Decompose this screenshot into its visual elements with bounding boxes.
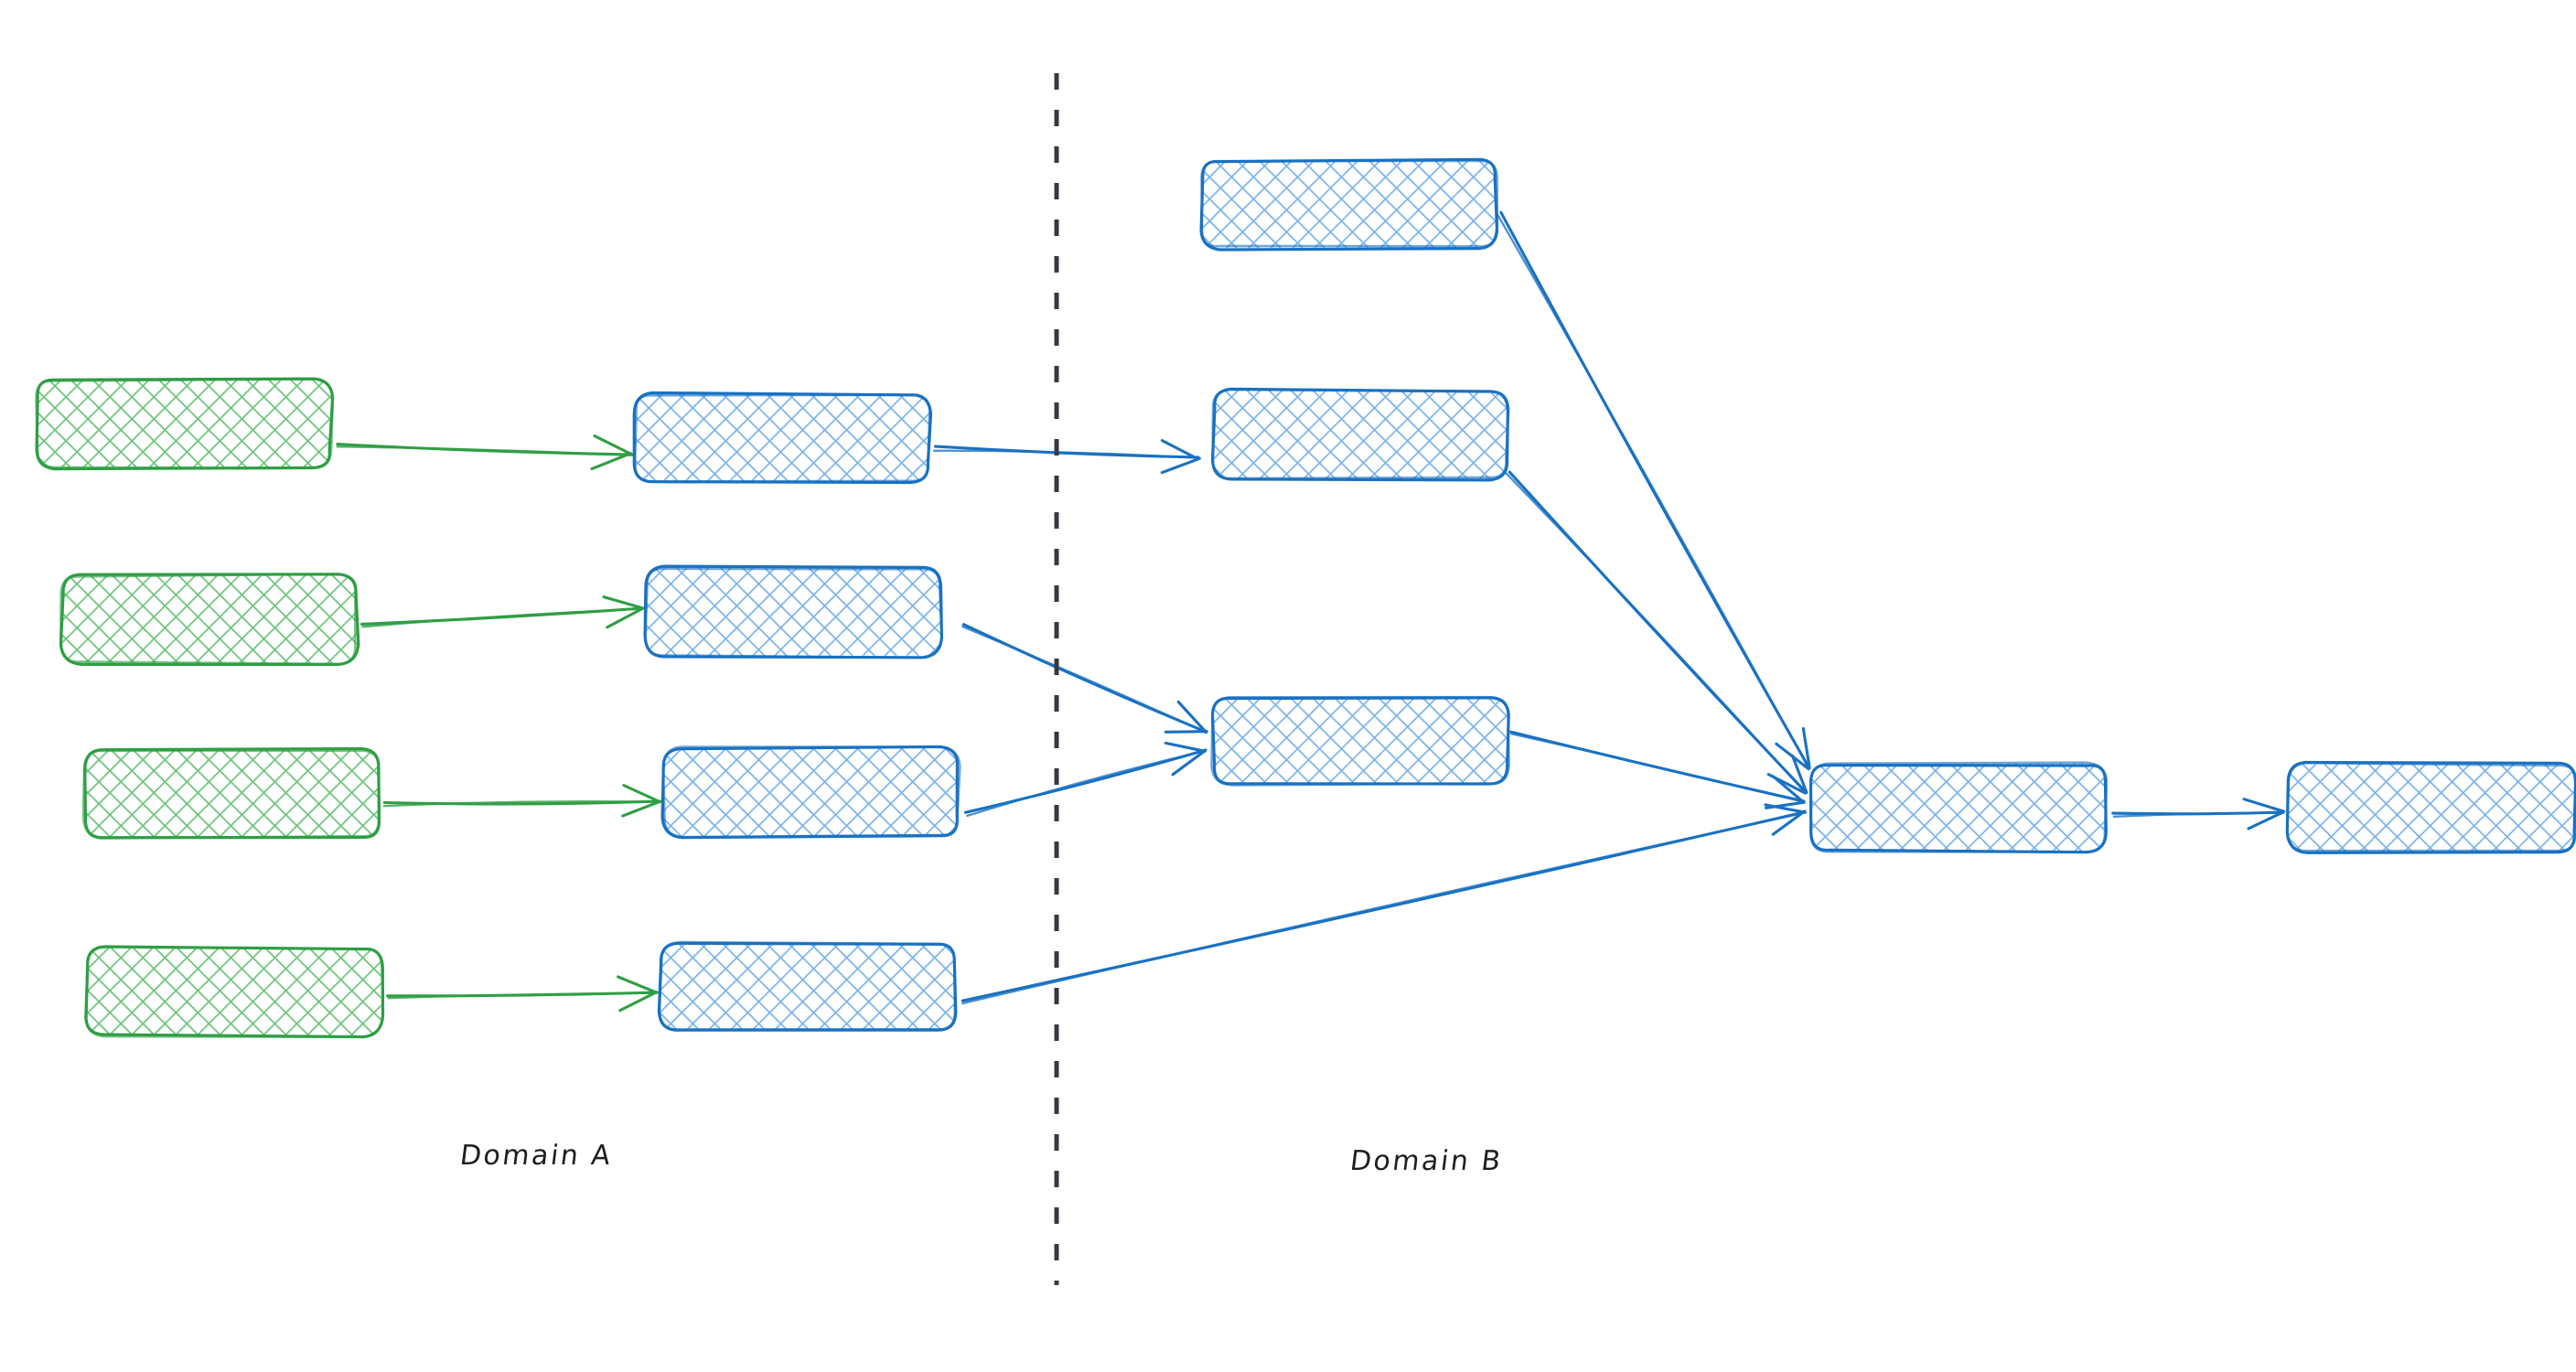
node-out[interactable] bbox=[2285, 760, 2576, 854]
node-layer bbox=[35, 157, 2576, 1039]
node-c3[interactable] bbox=[1210, 695, 1510, 787]
domain-a-label: Domain A bbox=[457, 1140, 615, 1172]
edge-hub-to-out bbox=[2111, 798, 2286, 831]
node-hub[interactable] bbox=[1809, 761, 2109, 854]
edge-c1-to-hub bbox=[1497, 210, 1811, 771]
edge-a2-to-b2 bbox=[360, 595, 645, 629]
node-b1[interactable] bbox=[632, 391, 933, 485]
edge-a3-to-b3 bbox=[382, 784, 662, 818]
node-c1[interactable] bbox=[1199, 157, 1498, 252]
domain-b-label: Domain B bbox=[1347, 1145, 1505, 1177]
node-c2[interactable] bbox=[1211, 387, 1510, 482]
edge-b2-to-c3 bbox=[961, 623, 1208, 734]
node-a3[interactable] bbox=[81, 747, 381, 840]
node-b4[interactable] bbox=[657, 940, 958, 1032]
edge-b3-to-c3 bbox=[963, 741, 1208, 818]
edge-a4-to-b4 bbox=[386, 975, 659, 1013]
edge-b1-to-c1 bbox=[932, 439, 1201, 475]
node-a2[interactable] bbox=[59, 573, 360, 666]
node-b2[interactable] bbox=[643, 564, 943, 659]
edge-c2-to-hub bbox=[1505, 470, 1809, 795]
node-a4[interactable] bbox=[84, 945, 385, 1039]
node-a1[interactable] bbox=[35, 377, 335, 471]
edge-a1-to-b1 bbox=[336, 434, 634, 471]
node-b3[interactable] bbox=[660, 745, 961, 840]
edge-layer bbox=[336, 210, 2286, 1013]
edge-b4-to-hub bbox=[961, 803, 1807, 1005]
edge-c3-to-hub bbox=[1509, 730, 1806, 809]
